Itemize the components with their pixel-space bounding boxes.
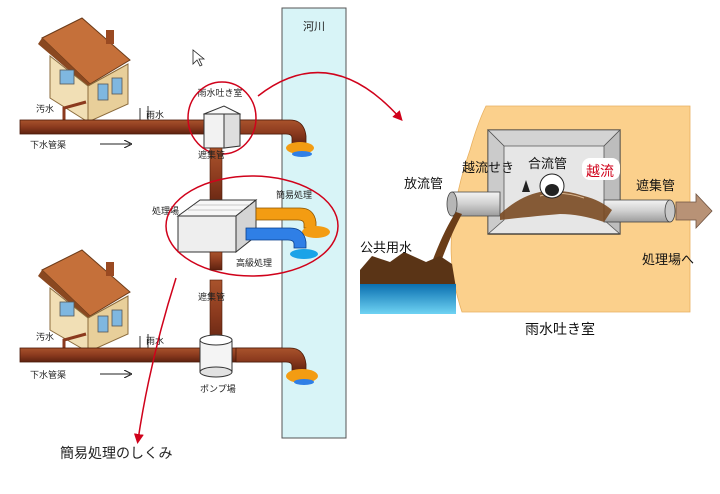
rain-label-bottom: 雨水 — [146, 335, 164, 347]
detail-overflow-label: 越流 — [586, 164, 614, 180]
advanced-treatment-label: 高級処理 — [236, 257, 272, 269]
house-top-icon — [38, 17, 131, 123]
detail-outflow-stream — [432, 212, 462, 264]
rain-bottom-drain — [139, 334, 149, 348]
rain-top-drain — [139, 106, 149, 120]
interceptor-label-top: 遮集管 — [198, 149, 225, 161]
bottom-caption: 簡易処理のしくみ — [60, 446, 173, 462]
detail-public-water-ground — [360, 252, 456, 288]
house-bottom-icon — [38, 249, 131, 353]
detail-to-plant-label: 処理場へ — [642, 253, 694, 268]
detail-arrow — [257, 71, 403, 121]
pump-station-icon — [199, 334, 233, 378]
detail-public-water-label: 公共用水 — [360, 241, 412, 256]
detail-to-plant-arrow — [675, 192, 713, 230]
treatment-plant-icon — [176, 198, 258, 254]
orange-discharge-bottom — [286, 369, 318, 383]
blue-discharge-advanced — [290, 249, 318, 259]
sewage-label-top: 汚水 — [36, 103, 54, 115]
rain-label-top: 雨水 — [146, 109, 164, 121]
detail-interceptor-label: 遮集管 — [636, 178, 675, 194]
simple-treatment-pipe — [255, 207, 317, 229]
outfall-chamber-label: 雨水吐き室 — [197, 87, 242, 99]
orange-discharge-simple — [302, 226, 330, 238]
detail-overflow-badge — [582, 158, 620, 180]
detail-discharge-label: 放流管 — [404, 177, 443, 192]
outfall-pipe-bottom — [235, 347, 307, 373]
house-bottom-downpipe — [62, 332, 87, 348]
mouse-cursor-icon — [192, 49, 206, 67]
detail-interceptor-pipe — [603, 199, 671, 223]
advanced-treatment-pipe — [245, 227, 307, 249]
sewage-label-bottom: 汚水 — [36, 331, 54, 343]
interceptor-pipe-link — [209, 251, 223, 271]
simple-treatment-label: 簡易処理 — [276, 189, 312, 201]
blue-splash-bottom — [294, 379, 314, 385]
detail-caption: 雨水吐き室 — [525, 321, 595, 338]
pump-station-label: ポンプ場 — [200, 383, 236, 395]
blue-splash-top — [292, 151, 312, 157]
detail-combined-pipe-label: 合流管 — [528, 157, 567, 172]
sewer-pipe-label-bottom: 下水管渠 — [30, 369, 66, 381]
treatment-plant-label: 処理場 — [152, 205, 179, 217]
outfall-chamber-box — [202, 105, 242, 149]
detail-public-water — [360, 284, 456, 314]
river-label: 河川 — [303, 20, 325, 33]
sewer-pipe-label-top: 下水管渠 — [30, 139, 66, 151]
house-top-downpipe — [62, 100, 87, 120]
detail-overflow-flow — [500, 190, 612, 222]
orange-discharge-top — [286, 142, 314, 154]
interceptor-label-bottom: 遮集管 — [198, 291, 225, 303]
detail-upflow-arrow — [522, 180, 530, 192]
detail-overflow-weir-label: 越流せき — [462, 161, 514, 176]
detail-panel: 放流管 越流せき 合流管 越流 遮集管 公共用水 処理場へ 雨水吐き室 — [360, 105, 713, 338]
treatment-highlight — [165, 175, 339, 277]
caption-arrow — [133, 277, 177, 444]
